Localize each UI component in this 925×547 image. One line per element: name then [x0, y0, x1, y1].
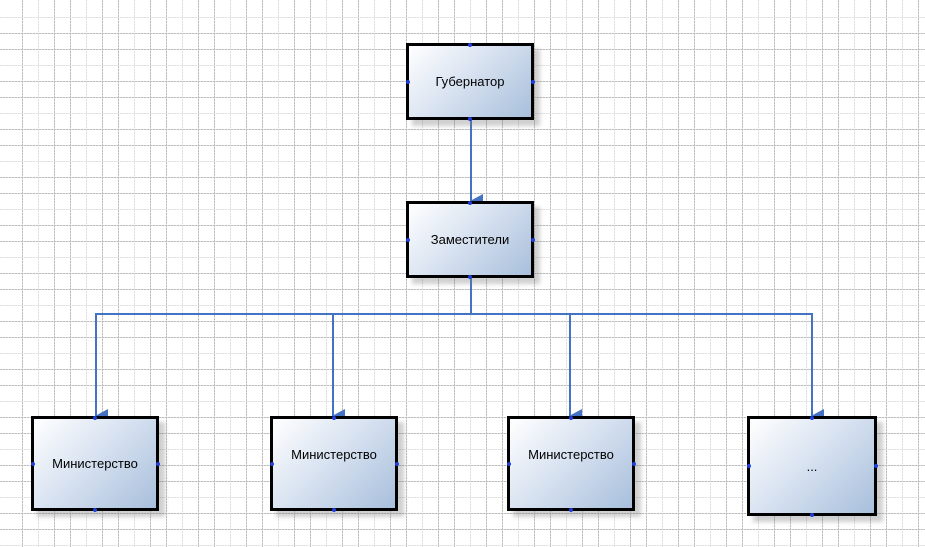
connection-point-right[interactable] [530, 79, 535, 84]
connection-point-left[interactable] [405, 79, 410, 84]
node-governor[interactable]: Губернатор [405, 42, 535, 121]
node-deputies[interactable]: Заместители [405, 200, 535, 279]
connection-point-left[interactable] [746, 464, 751, 468]
connection-point-left[interactable] [405, 237, 410, 242]
node-ministry-1-label: Министерство [52, 456, 138, 471]
connection-point-bottom[interactable] [468, 116, 472, 121]
connection-point-left[interactable] [506, 461, 511, 466]
node-more[interactable]: ... [746, 415, 878, 517]
connection-point-top[interactable] [93, 415, 97, 420]
connection-point-right[interactable] [873, 464, 878, 468]
node-ministry-1[interactable]: Министерство [30, 415, 160, 512]
connection-point-top[interactable] [468, 42, 472, 47]
connection-point-top[interactable] [810, 415, 814, 420]
connection-point-right[interactable] [155, 461, 160, 466]
connection-point-bottom[interactable] [468, 274, 472, 279]
node-ministry-3-label: Министерство [528, 447, 614, 462]
connection-point-right[interactable] [631, 461, 636, 466]
node-governor-label: Губернатор [435, 74, 505, 89]
connection-point-right[interactable] [394, 461, 399, 466]
node-ministry-2[interactable]: Министерство [269, 415, 399, 512]
connection-point-left[interactable] [269, 461, 274, 466]
connection-point-left[interactable] [30, 461, 35, 466]
node-more-label: ... [806, 458, 818, 474]
connection-point-bottom[interactable] [569, 507, 573, 512]
connection-point-top[interactable] [569, 415, 573, 420]
connection-point-bottom[interactable] [810, 512, 814, 517]
node-ministry-2-label: Министерство [291, 447, 377, 462]
node-deputies-label: Заместители [430, 232, 510, 247]
node-ministry-3[interactable]: Министерство [506, 415, 636, 512]
connection-point-right[interactable] [530, 237, 535, 242]
connection-point-top[interactable] [468, 200, 472, 205]
connection-point-bottom[interactable] [93, 507, 97, 512]
connection-point-bottom[interactable] [332, 507, 336, 512]
connection-point-top[interactable] [332, 415, 336, 420]
